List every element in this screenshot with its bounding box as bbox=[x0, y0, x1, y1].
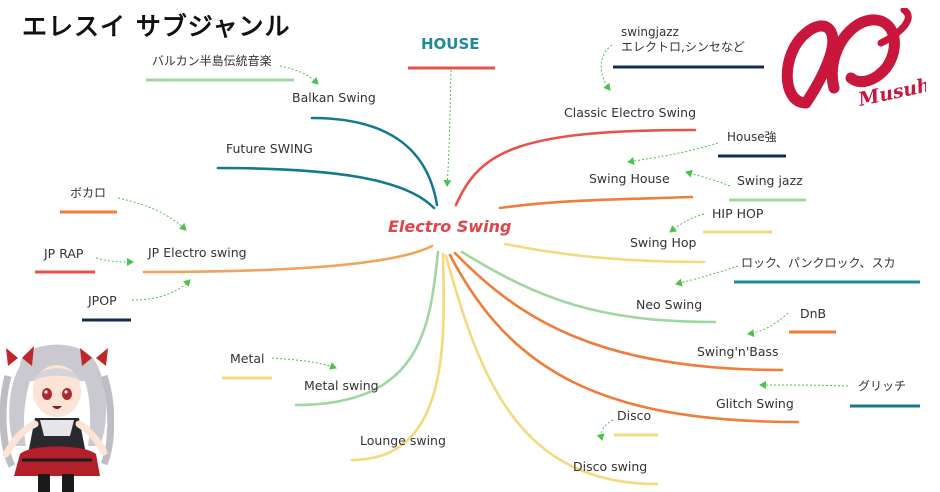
node-classic-electro-swing: Classic Electro Swing bbox=[564, 105, 697, 120]
arrow-rock bbox=[675, 265, 739, 287]
node-swingjazz-en: swingjazz bbox=[621, 25, 679, 39]
branch-balkan bbox=[310, 116, 439, 207]
branch-metal bbox=[294, 250, 440, 407]
branch-swing-house bbox=[498, 195, 694, 210]
node-swing-house: Swing House bbox=[589, 171, 670, 186]
branch-future bbox=[216, 166, 436, 210]
arrow-metal bbox=[271, 357, 337, 370]
arrow-jpop bbox=[131, 279, 191, 301]
node-rock: ロック、パンクロック、スカ bbox=[741, 256, 896, 270]
arrow-hiphop bbox=[669, 213, 705, 233]
node-balkan-swing: Balkan Swing bbox=[292, 90, 376, 105]
arrow-house-to-center bbox=[443, 69, 452, 187]
branch-classic bbox=[454, 128, 697, 207]
arrow-dnb bbox=[747, 312, 789, 338]
node-glitch-note: グリッチ bbox=[858, 379, 907, 393]
arrow-vocalo bbox=[117, 197, 187, 231]
node-swingjazz-note: エレクトロ,シンセなど bbox=[621, 40, 745, 54]
branch-lounge bbox=[350, 252, 446, 462]
center-node: Electro Swing bbox=[388, 217, 512, 236]
node-glitch-swing: Glitch Swing bbox=[716, 396, 794, 411]
node-swing-n-bass: Swing'n'Bass bbox=[697, 344, 779, 359]
node-hip-hop: HIP HOP bbox=[712, 206, 764, 221]
branch-jp-electro bbox=[142, 244, 434, 274]
node-swing-hop: Swing Hop bbox=[630, 235, 697, 250]
anime-character-image bbox=[0, 344, 114, 492]
arrow-house-strong bbox=[627, 142, 719, 166]
branch-disco bbox=[444, 254, 659, 486]
arrow-swingjazz bbox=[600, 44, 613, 91]
node-dnb: DnB bbox=[800, 306, 827, 321]
branch-neo bbox=[460, 250, 717, 324]
node-metal: Metal bbox=[230, 351, 265, 366]
node-jpop: JPOP bbox=[88, 293, 117, 308]
node-future-swing: Future SWING bbox=[226, 141, 313, 156]
branch-swing-bass bbox=[453, 251, 784, 372]
node-house: HOUSE bbox=[421, 35, 480, 53]
arrow-jprap bbox=[95, 257, 134, 266]
node-neo-swing: Neo Swing bbox=[636, 297, 703, 312]
node-swing-jazz: Swing jazz bbox=[737, 173, 803, 188]
node-vocalo: ボカロ bbox=[70, 186, 107, 200]
arrow-glitch bbox=[759, 381, 849, 390]
node-lounge-swing: Lounge swing bbox=[360, 433, 446, 448]
page-title: エレスイ サブジャンル bbox=[22, 12, 291, 41]
arrow-disco bbox=[596, 419, 614, 441]
node-disco: Disco bbox=[617, 408, 652, 423]
node-house-strong: House強 bbox=[727, 130, 777, 144]
node-metal-swing: Metal swing bbox=[304, 378, 379, 393]
node-disco-swing: Disco swing bbox=[573, 459, 648, 474]
arrow-balkan-note bbox=[279, 65, 319, 85]
arrow-swing-jazz bbox=[685, 169, 731, 187]
branch-glitch bbox=[448, 253, 800, 424]
node-jp-electro-swing: JP Electro swing bbox=[148, 245, 247, 260]
node-balkan-note: バルカン半島伝統音楽 bbox=[152, 54, 272, 68]
node-jp-rap: JP RAP bbox=[44, 246, 84, 261]
musuhi-logo: Musuhi bbox=[781, 8, 926, 111]
branch-swing-hop bbox=[503, 242, 706, 264]
